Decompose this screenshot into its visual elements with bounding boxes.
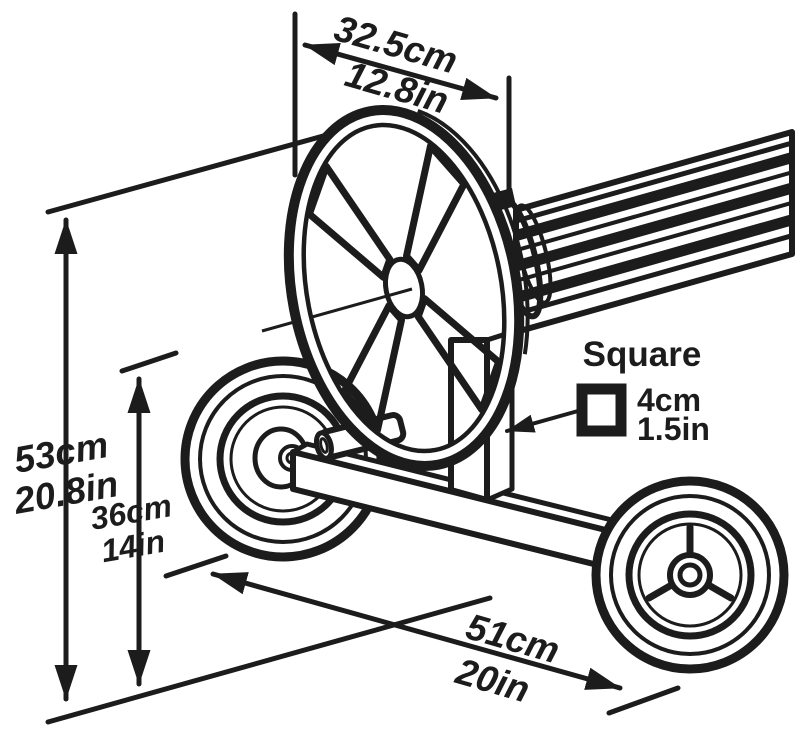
tube-rib [514, 152, 794, 241]
hand-wheel-hub [382, 256, 426, 320]
extension-tick-base-left [163, 553, 229, 579]
square-icon [576, 383, 627, 437]
extension-tick-base-right [606, 685, 681, 716]
hand-wheel [283, 105, 530, 471]
tube-rib [515, 200, 793, 283]
right-wheel-rim [625, 510, 755, 640]
tube-rib [514, 214, 794, 304]
handle-pin-bore [319, 437, 329, 454]
dimension-arrow-base-width [210, 571, 623, 691]
extension-line-top [45, 119, 377, 215]
extension-line-ground [45, 595, 493, 725]
callout-leader [505, 409, 580, 433]
callout-label-square-cm: 4cm [637, 382, 701, 418]
tube-rib [515, 233, 793, 317]
callout-label-square-in: 1.5in [637, 411, 710, 447]
tube-rib [514, 182, 794, 272]
tube-rib [515, 170, 793, 253]
callout-label-square: Square [583, 335, 702, 374]
hand-wheel-rim-inner [301, 122, 507, 454]
dimension-arrow-top-width [302, 42, 499, 101]
hand-wheel-rim-depth [417, 109, 530, 355]
hand-wheel-rim-outer [283, 105, 525, 471]
right-wheel-hub [667, 552, 713, 598]
right-wheel-axle-bolt [677, 562, 703, 588]
reel-tube-ribs [514, 140, 794, 317]
tube-rib [515, 140, 793, 224]
right-wheel [591, 476, 789, 674]
dimension-annotations [54, 11, 681, 716]
extension-tick-axle-top [119, 350, 179, 374]
